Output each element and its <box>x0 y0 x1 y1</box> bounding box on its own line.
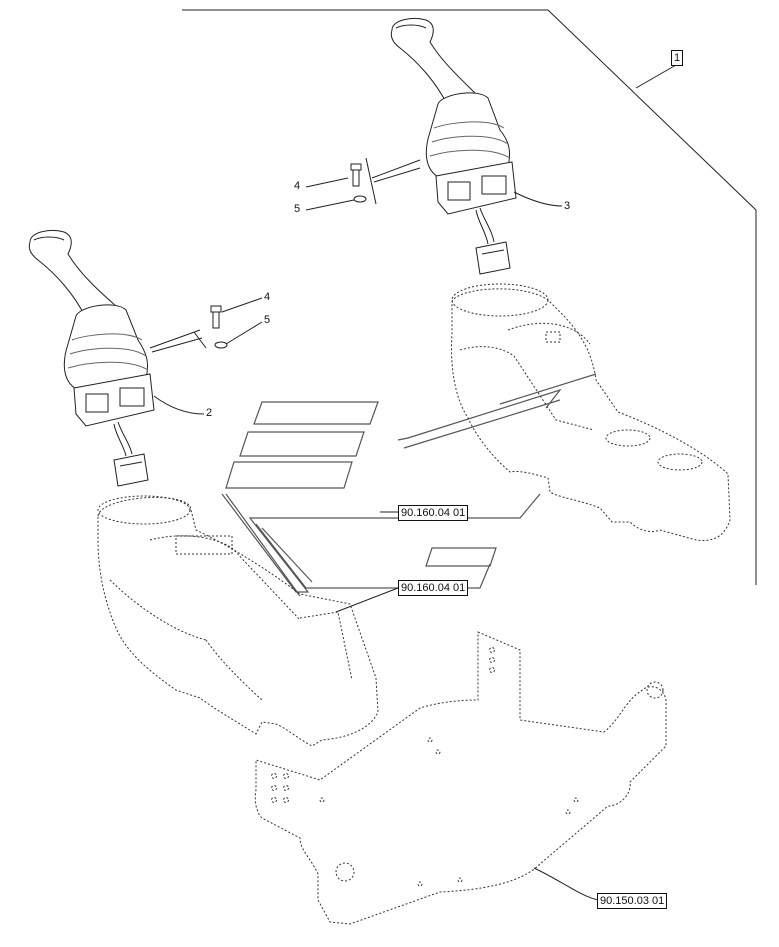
label-joystick-left: 2 <box>206 407 213 419</box>
console-right <box>451 283 731 541</box>
watermark-logo <box>221 373 597 597</box>
label-washer-lower: 5 <box>264 314 271 326</box>
callout-assembly-1: 1 <box>671 50 684 66</box>
console-left <box>97 495 379 747</box>
label-screw-upper: 4 <box>294 180 301 192</box>
leader-lines <box>153 177 599 901</box>
screw-upper <box>350 157 421 205</box>
joystick-right <box>390 17 517 275</box>
reference-console-right: 90.160.04 01 <box>398 505 469 521</box>
reference-bracket: 90.150.03 01 <box>597 893 668 909</box>
assembly-frame-line <box>182 9 757 585</box>
bracket-plate <box>254 631 667 925</box>
label-screw-lower: 4 <box>264 291 271 303</box>
reference-console-left: 90.160.04 01 <box>398 580 469 596</box>
joystick-left <box>28 229 155 487</box>
label-washer-upper: 5 <box>294 203 301 215</box>
label-joystick-right: 3 <box>564 200 571 212</box>
screw-lower <box>149 305 228 353</box>
